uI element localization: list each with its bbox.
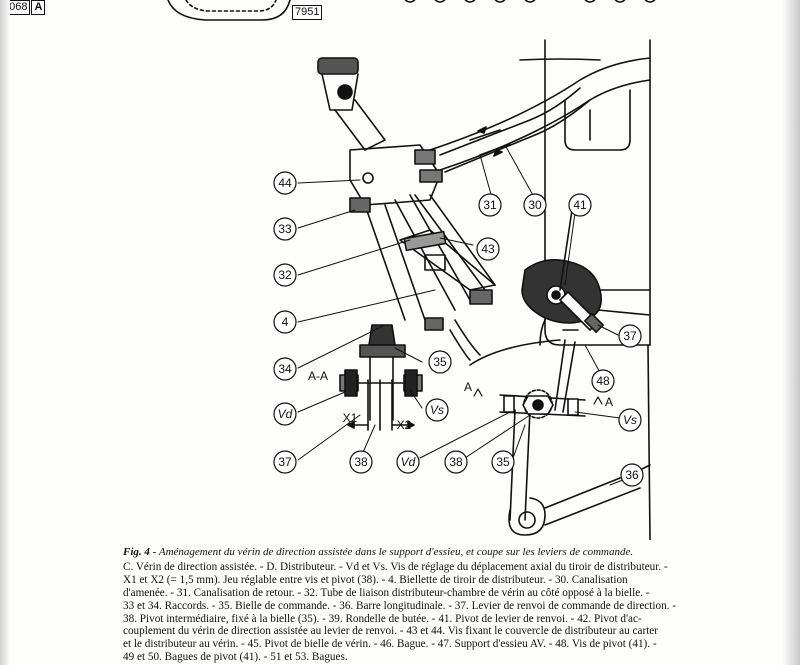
callout-37-upper: 37 xyxy=(623,329,637,343)
figure-reference-top: 7951 xyxy=(292,5,323,20)
callout-48: 48 xyxy=(596,374,610,388)
technical-drawing: 44 33 32 4 34 31 30 43 41 37 48 35 Vd Vs… xyxy=(167,0,656,540)
caption-title-text: - Aménagement du vérin de direction assi… xyxy=(149,546,634,558)
lever-37-pivot-41 xyxy=(521,209,651,346)
callout-44: 44 xyxy=(278,176,292,190)
callout-vd-left: Vd xyxy=(278,407,293,421)
callout-30: 30 xyxy=(528,198,542,212)
pipes-30-31 xyxy=(439,87,591,173)
leader-lines xyxy=(297,144,629,486)
caption-line-4: 33 et 34. Raccords. - 35. Bielle de comm… xyxy=(123,599,676,612)
caption-line-2: X1 et X2 (= 1,5 mm). Jeu réglable entre … xyxy=(123,573,628,586)
caption-line-8: 49 et 50. Bagues de pivot (41). - 51 et … xyxy=(123,651,348,664)
page-left-edge-shadow xyxy=(0,0,10,665)
callout-41: 41 xyxy=(573,198,587,212)
section-a-a-detail xyxy=(339,324,423,431)
callout-35-upper: 35 xyxy=(433,355,447,369)
callout-35-lower: 35 xyxy=(496,455,510,469)
callout-vd-right: Vd xyxy=(401,455,416,469)
page-right-edge-shadow xyxy=(782,0,800,665)
callout-vs-left: Vs xyxy=(430,403,444,417)
callout-circles xyxy=(273,171,644,487)
caption-line-7: et le distributeur au vérin. - 45. Pivot… xyxy=(123,638,657,651)
callout-37-lower: 37 xyxy=(278,455,292,469)
dimension-x2: X2 xyxy=(397,418,412,432)
callout-36: 36 xyxy=(625,468,639,482)
caption-fig-label: Fig. 4 xyxy=(123,546,150,558)
figure-reference-suffix: A xyxy=(31,0,46,15)
callout-38-left: 38 xyxy=(354,455,368,469)
figure-caption: Fig. 4 - Aménagement du vérin de directi… xyxy=(123,546,768,664)
link-35-and-bar-36 xyxy=(469,339,651,536)
caption-line-6: couplement du vérin de direction assisté… xyxy=(123,625,658,638)
section-mark-a-right: A xyxy=(605,395,613,409)
caption-line-3: d'amenée. - 31. Canalisation de retour. … xyxy=(123,586,650,599)
steering-cylinder-assembly xyxy=(317,57,496,361)
callout-33: 33 xyxy=(278,222,292,236)
caption-title: Fig. 4 - Aménagement du vérin de directi… xyxy=(123,546,768,559)
caption-line-5: 38. Pivot intermédiaire, fixé à la biell… xyxy=(123,612,642,625)
callout-34: 34 xyxy=(278,362,292,376)
caption-line-1: C. Vérin de direction assistée. - D. Dis… xyxy=(123,560,668,573)
previous-figure-fragment xyxy=(167,0,656,21)
section-mark-a-left: A xyxy=(464,380,472,394)
callout-43: 43 xyxy=(481,242,495,256)
callout-32: 32 xyxy=(278,268,292,282)
dimension-x1: X1 xyxy=(343,411,358,425)
callout-38-right: 38 xyxy=(449,455,463,469)
callout-vs-right: Vs xyxy=(623,413,637,427)
callout-4: 4 xyxy=(282,315,289,329)
section-label-a-a: A-A xyxy=(308,369,328,383)
callout-31: 31 xyxy=(483,198,497,212)
